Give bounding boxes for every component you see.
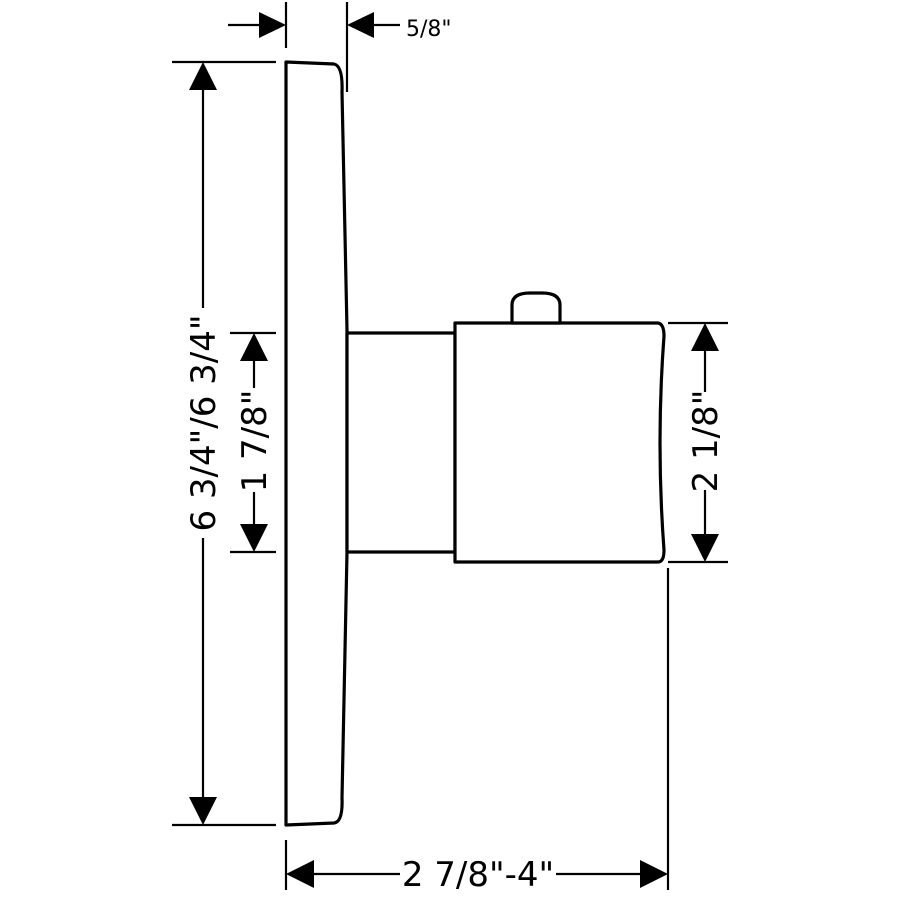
stem <box>345 331 457 554</box>
arrow-up-icon <box>691 323 719 351</box>
plate-height-label: 6 3/4"/6 3/4" <box>184 314 224 531</box>
arrow-up-icon <box>189 62 217 90</box>
arrow-down-icon <box>691 534 719 562</box>
stem-height-label: 1 7/8" <box>235 390 275 493</box>
handle-body <box>453 321 666 564</box>
arrow-down-icon <box>189 797 217 825</box>
dimension-plate-depth: 5/8" <box>228 12 452 42</box>
total-depth-label: 2 7/8"-4" <box>402 855 554 895</box>
arrow-up-icon <box>240 333 268 361</box>
extension-lines <box>172 2 728 890</box>
valve-trim-outline <box>284 60 666 827</box>
dimension-handle-height: 2 1/8" <box>686 323 726 562</box>
arrow-left-icon <box>347 12 374 38</box>
dimension-total-depth: 2 7/8"-4" <box>286 855 668 895</box>
handle-height-label: 2 1/8" <box>686 390 726 493</box>
plate-depth-label: 5/8" <box>406 17 452 42</box>
arrow-right-icon <box>640 860 668 888</box>
dimension-plate-height: 6 3/4"/6 3/4" <box>184 62 224 825</box>
safety-button <box>510 291 562 325</box>
arrow-left-icon <box>286 860 314 888</box>
dimension-stem-height: 1 7/8" <box>235 333 275 552</box>
wall-plate <box>284 60 349 827</box>
arrow-right-icon <box>259 12 286 38</box>
arrow-down-icon <box>240 524 268 552</box>
